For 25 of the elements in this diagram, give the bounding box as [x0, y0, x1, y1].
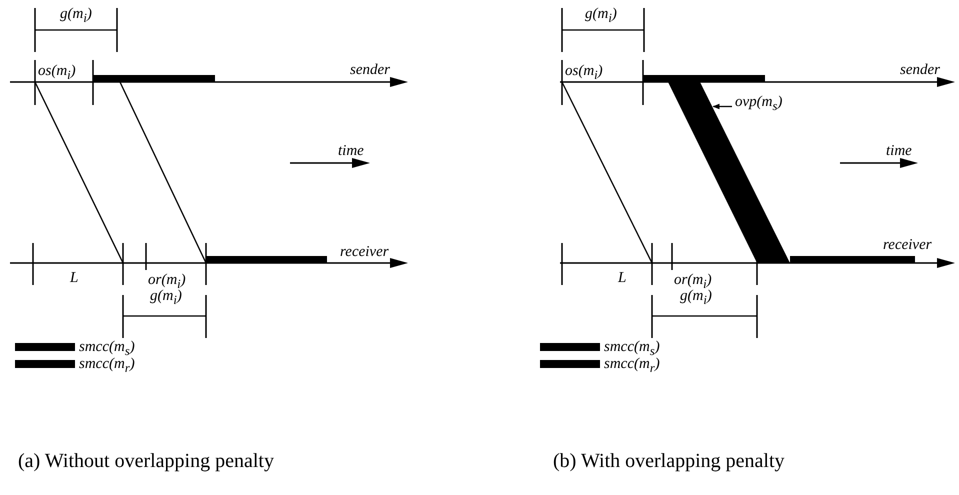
legend-label: smcc(m$_{s}$) [79, 339, 135, 358]
interval-label: os(m$_{i}$) [38, 63, 76, 84]
interval-label: L [618, 270, 626, 287]
interval-label: os(m$_{i}$) [565, 63, 603, 84]
axis-label: receiver [883, 237, 932, 254]
axis-label: sender [900, 62, 940, 79]
annotation-label: ovp(m$_{s}$) [735, 94, 782, 115]
interval-label: g(m$_{i}$) [60, 6, 92, 27]
interval-label: g(m$_{i}$) [585, 6, 617, 27]
legend-label: smcc(m$_{r}$) [604, 356, 660, 377]
interval-label: g(m$_{i}$) [150, 288, 182, 309]
caption: (b) With overlapping penalty [553, 450, 785, 472]
legend-label: smcc(m$_{s}$) [604, 339, 660, 358]
interval-label: or(m$_{i}$) [148, 272, 186, 291]
caption: (a) Without overlapping penalty [18, 450, 274, 472]
interval-label: g(m$_{i}$) [680, 288, 712, 309]
axis-label: time [338, 143, 364, 160]
legend-label: smcc(m$_{r}$) [79, 356, 135, 377]
axis-label: sender [350, 62, 390, 79]
interval-label: or(m$_{i}$) [674, 272, 712, 291]
axis-label: receiver [340, 244, 389, 261]
overlap-band [668, 82, 790, 263]
axis-label: time [886, 143, 912, 160]
interval-label: L [70, 270, 78, 287]
leader-arrow [712, 104, 732, 110]
